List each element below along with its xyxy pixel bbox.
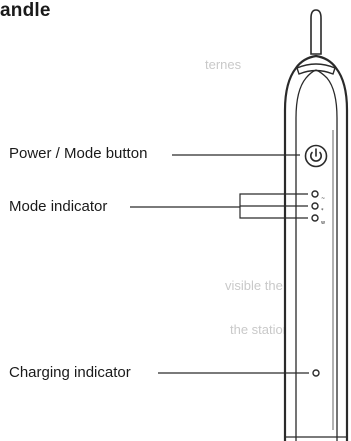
brush-shaft <box>310 9 322 55</box>
handle-inner-contour-right <box>315 69 338 441</box>
handle-body <box>283 54 349 441</box>
handle-collar <box>296 63 336 75</box>
indicator-led-icon: ~ * w <box>311 190 325 226</box>
bleed-through-text: the stations <box>230 322 297 337</box>
indicator-led-icon <box>312 369 320 377</box>
label-mode-indicator: Mode indicator <box>9 198 108 215</box>
section-title: andle <box>0 0 51 21</box>
bleed-through-text: visible the <box>225 278 283 293</box>
svg-text:*: * <box>321 208 324 214</box>
svg-text:~: ~ <box>321 196 325 202</box>
power-icon <box>304 144 328 168</box>
label-charging-indicator: Charging indicator <box>9 364 131 381</box>
bleed-through-text: ternes <box>205 57 242 72</box>
label-power-mode-button: Power / Mode button <box>9 145 148 162</box>
handle-inner-contour-left <box>295 69 317 441</box>
svg-text:w: w <box>321 220 325 226</box>
